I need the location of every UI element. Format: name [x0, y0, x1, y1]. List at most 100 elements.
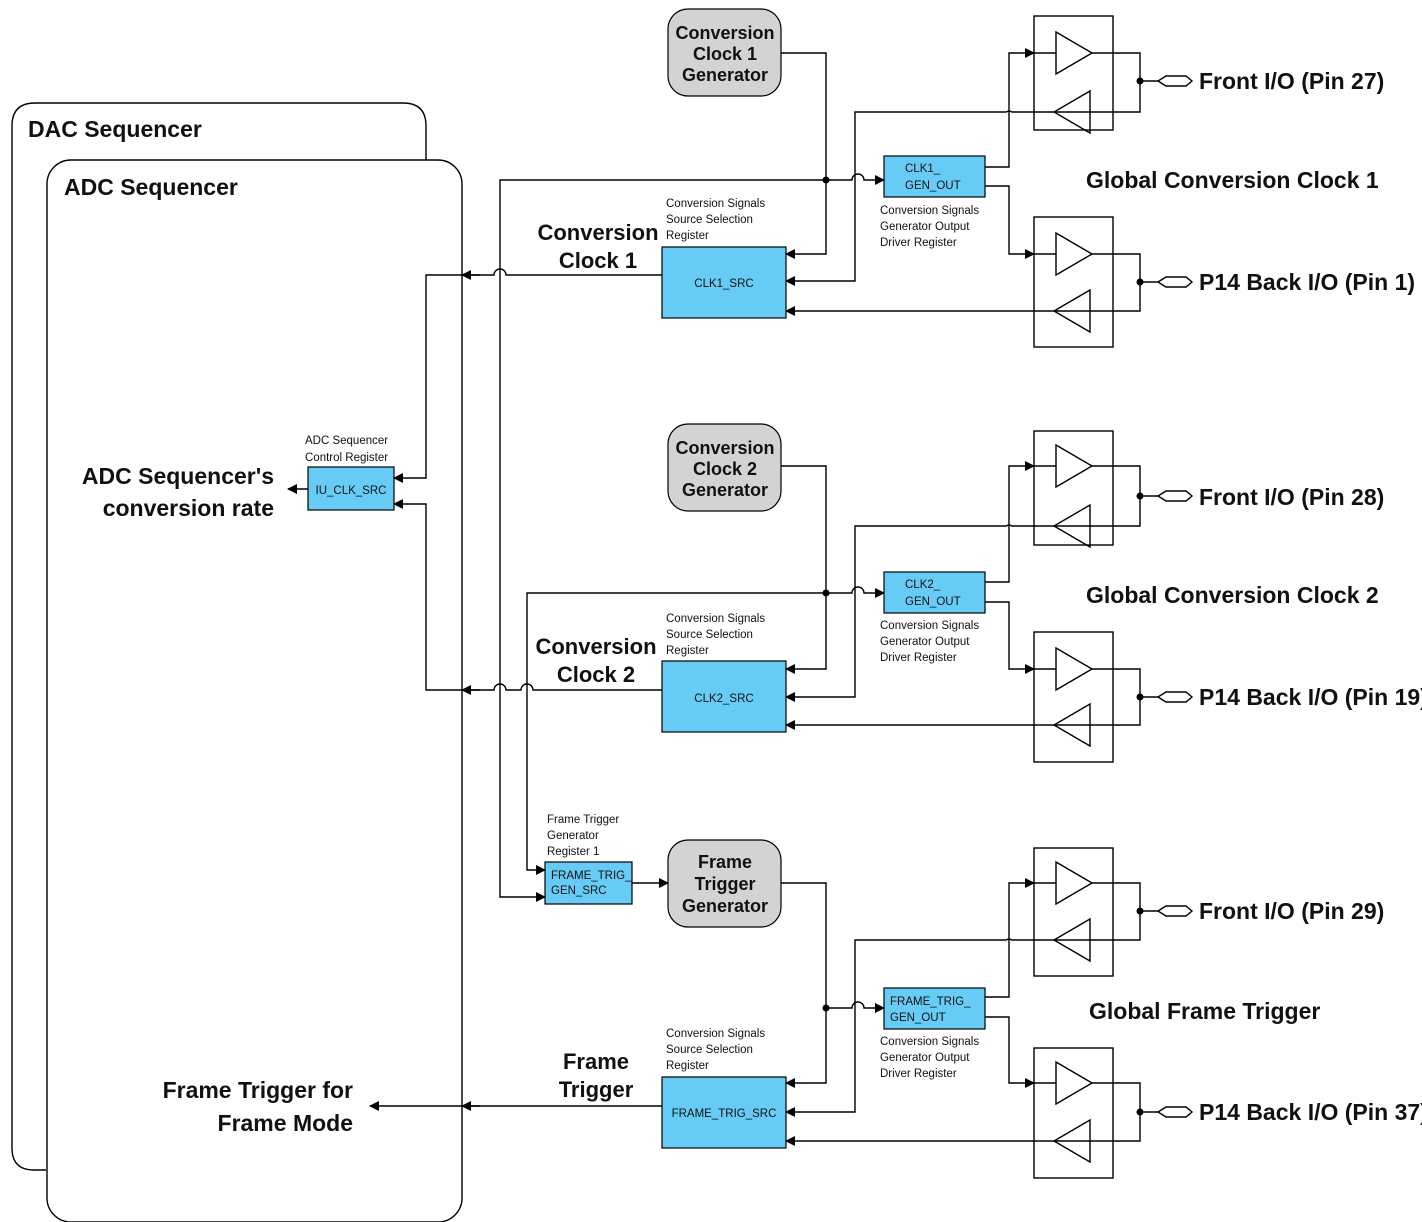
front28-buffer-pair — [1033, 430, 1194, 549]
clk2-gen-out-label-2: GEN_OUT — [905, 596, 961, 608]
global-clock2-label: Global Conversion Clock 2 — [1086, 582, 1379, 608]
clk1-out-caption-1: Conversion Signals — [880, 205, 979, 217]
clock2-generator — [667, 423, 782, 512]
frame-generator-label-2: Trigger — [694, 874, 755, 894]
back19-buffer-pair — [1033, 631, 1194, 763]
clock1-gen-wire — [781, 52, 827, 259]
clock2-signal-label-1: Conversion — [535, 634, 656, 659]
clk2-gen-out-register — [883, 571, 986, 614]
frame-out-caption-1: Conversion Signals — [880, 1036, 979, 1048]
clk1-src-register — [661, 246, 787, 319]
frame-trig-gen-src-label-1: FRAME_TRIG_ — [551, 870, 632, 882]
frame-to-out-wire — [826, 1001, 885, 1013]
dac-sequencer-title: DAC Sequencer — [28, 116, 202, 142]
adc-conversion-rate-label-2: conversion rate — [103, 495, 274, 521]
frame-gen-src-caption-2: Generator — [547, 830, 599, 842]
front29-return-wire — [785, 938, 1090, 1117]
clk1-gen-out-register — [883, 155, 986, 198]
back1-buffer-pair — [1033, 216, 1194, 348]
clock2-generator-label-2: Clock 2 — [693, 459, 757, 479]
clk1-gen-out-label-1: CLK1_ — [905, 163, 941, 175]
frame-signal-label-1: Frame — [563, 1049, 629, 1074]
clk1-src-caption-2: Source Selection — [666, 214, 753, 226]
out1-to-front27-wire — [985, 48, 1035, 168]
clk1-out-caption-3: Driver Register — [880, 237, 957, 249]
frame-mode-label-1: Frame Trigger for — [163, 1077, 353, 1103]
out3-to-back37-wire — [985, 1016, 1035, 1088]
front27-buffer-pair — [1033, 15, 1194, 135]
adc-sequencer-title: ADC Sequencer — [64, 174, 238, 200]
global-clock1-label: Global Conversion Clock 1 — [1086, 167, 1379, 193]
iu-clk-src-register — [307, 466, 395, 511]
clk1-src-caption-3: Register — [666, 230, 709, 242]
iu-clk-src-label: IU_CLK_SRC — [316, 485, 387, 497]
frame-mode-label-2: Frame Mode — [218, 1110, 353, 1136]
back-io-pin19-label: P14 Back I/O (Pin 19) — [1199, 684, 1422, 710]
clk1-src-caption-1: Conversion Signals — [666, 198, 765, 210]
out1-to-back1-wire — [985, 185, 1035, 259]
global-clk2-feed-wire — [526, 592, 826, 875]
clk1-gen-out-label-2: GEN_OUT — [905, 180, 961, 192]
adc-conversion-rate-label-1: ADC Sequencer's — [82, 463, 274, 489]
clock1-generator-label-1: Conversion — [675, 23, 774, 43]
clock1-signal-label-2: Clock 1 — [559, 248, 637, 273]
frame-signal-label-2: Trigger — [559, 1077, 634, 1102]
clk2-src-label: CLK2_SRC — [694, 693, 753, 705]
back37-buffer-pair — [1033, 1047, 1194, 1179]
clock2-gen-wire — [781, 465, 827, 674]
front-io-pin27-label: Front I/O (Pin 27) — [1199, 68, 1384, 94]
clk2-gen-out-label-1: CLK2_ — [905, 579, 941, 591]
frame-trig-gen-src-label-2: GEN_SRC — [551, 885, 607, 897]
out2-to-back19-wire — [985, 601, 1035, 674]
frame-src-caption-1: Conversion Signals — [666, 1028, 765, 1040]
global-clk1-feed-wire — [499, 179, 826, 902]
frame-gen-src-caption-1: Frame Trigger — [547, 814, 619, 826]
frame-trig-src-register — [661, 1076, 787, 1149]
out3-to-front29-wire — [985, 878, 1035, 998]
clock1-to-out-wire — [826, 173, 885, 185]
clk2-src-caption-2: Source Selection — [666, 629, 753, 641]
frame-src-caption-3: Register — [666, 1060, 709, 1072]
frame-trig-gen-src-register — [544, 861, 633, 905]
front-io-pin28-label: Front I/O (Pin 28) — [1199, 484, 1384, 510]
frame-src-caption-2: Source Selection — [666, 1044, 753, 1056]
frame-gen-out-label-2: GEN_OUT — [890, 1012, 946, 1024]
frame-gen-out-register — [883, 987, 986, 1030]
clk2-out-caption-1: Conversion Signals — [880, 620, 979, 632]
back-io-pin37-label: P14 Back I/O (Pin 37) — [1199, 1099, 1422, 1125]
frame-generator-label-3: Generator — [682, 896, 768, 916]
dac-sequencer-box — [11, 102, 427, 1171]
front28-return-wire — [785, 524, 1090, 702]
frame-generator-label-1: Frame — [698, 852, 752, 872]
frame-gen-wire — [781, 882, 827, 1088]
frame-out-caption-3: Driver Register — [880, 1068, 957, 1080]
clk2-src-caption-3: Register — [666, 645, 709, 657]
clk1-bus-wire — [393, 268, 662, 483]
clk2-src-caption-1: Conversion Signals — [666, 613, 765, 625]
global-frame-trigger-label: Global Frame Trigger — [1089, 998, 1320, 1024]
clk2-bus-wire — [393, 499, 662, 691]
front-io-pin29-label: Front I/O (Pin 29) — [1199, 898, 1384, 924]
clock1-generator-label-2: Clock 1 — [693, 44, 757, 64]
clock2-generator-label-1: Conversion — [675, 438, 774, 458]
clk1-src-label: CLK1_SRC — [694, 278, 753, 290]
clk2-out-caption-2: Generator Output — [880, 636, 970, 648]
adc-sequencer-box — [46, 159, 463, 1222]
clock1-signal-label-1: Conversion — [537, 220, 658, 245]
out2-to-front28-wire — [985, 461, 1035, 583]
back-io-pin1-label: P14 Back I/O (Pin 1) — [1199, 269, 1415, 295]
frame-trig-src-label: FRAME_TRIG_SRC — [672, 1108, 777, 1120]
clock2-to-out-wire — [826, 586, 885, 598]
iu-register-caption-2: Control Register — [305, 452, 388, 464]
iu-register-caption-1: ADC Sequencer — [305, 435, 388, 447]
frame-gen-out-label-1: FRAME_TRIG_ — [890, 996, 971, 1008]
clk2-out-caption-3: Driver Register — [880, 652, 957, 664]
clock1-generator-label-3: Generator — [682, 65, 768, 85]
front27-return-wire — [785, 110, 1090, 286]
clock2-generator-label-3: Generator — [682, 480, 768, 500]
frame-out-caption-2: Generator Output — [880, 1052, 970, 1064]
front29-buffer-pair — [1033, 847, 1194, 977]
clk1-out-caption-2: Generator Output — [880, 221, 970, 233]
frame-gen-src-caption-3: Register 1 — [547, 846, 599, 858]
